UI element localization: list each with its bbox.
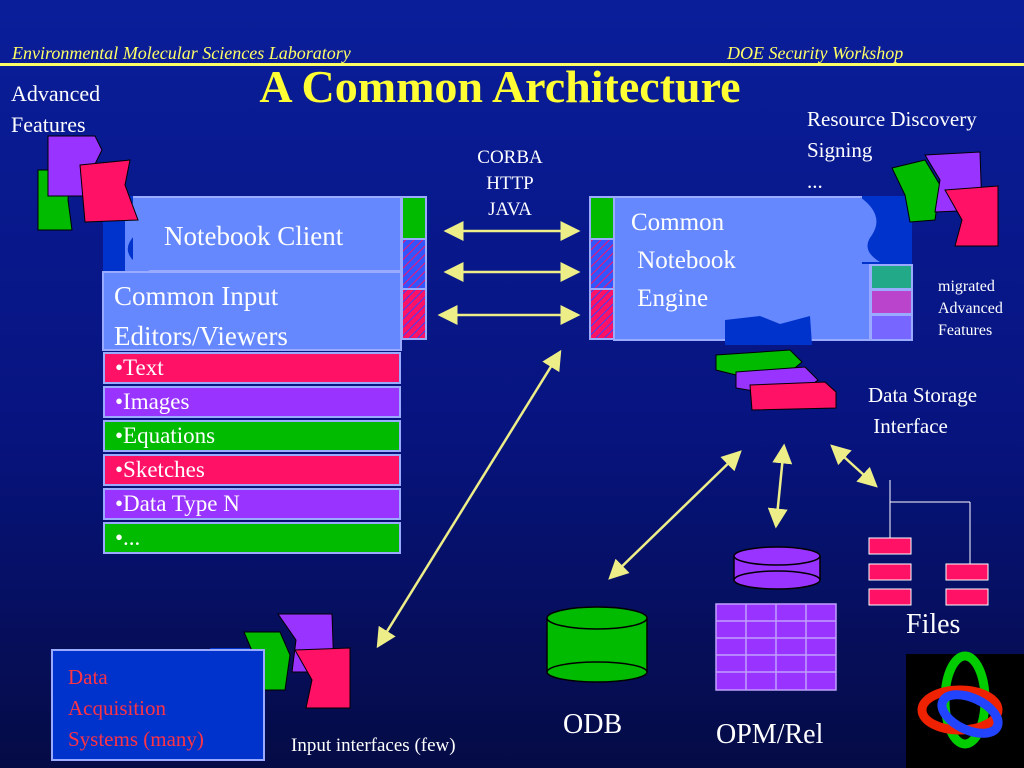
opm-rel-label: OPM/Rel [716,719,824,750]
files-label: Files [906,609,961,640]
input-interfaces-label: Input interfaces (few) [291,735,456,756]
data-storage-label: Data Storage Interface [868,383,978,438]
data-acquisition-label: Data Acquisition Systems (many) [68,665,204,751]
resource-discovery-pieces [891,151,999,247]
connection-arrows [376,221,878,649]
editors-viewers-label: Common Input Editors/Viewers [114,281,288,351]
client-connector-strip [401,196,427,340]
header-rule [0,63,1024,66]
editor-type-more: •... [103,522,401,554]
notebook-engine-label: Common Notebook Engine [631,209,736,312]
editor-type-sketches: •Sketches [103,454,401,486]
emsl-rings-logo [906,651,1024,768]
odb-label: ODB [563,709,623,740]
notebook-client-label: Notebook Client [164,221,344,251]
editor-type-equations: •Equations [103,420,401,452]
odb-cylinder-icon [546,606,648,683]
advanced-features-pieces [37,135,139,231]
protocols-label: CORBA HTTP JAVA [477,147,543,220]
header-left: Environmental Molecular Sciences Laborat… [12,43,351,63]
editor-type-data-type-n: •Data Type N [103,488,401,520]
advanced-features-label: Advanced Features [11,81,101,137]
editor-type-images: •Images [103,386,401,418]
storage-plug-pieces [715,316,837,411]
data-acquisition-box [51,649,265,761]
files-tree-icon [868,480,989,606]
resource-discovery-label: Resource Discovery Signing ... [807,107,977,193]
migrated-features-label: migrated Advanced Features [938,278,1003,339]
header-right: DOE Security Workshop [727,43,904,63]
opm-rel-icon [715,546,837,691]
engine-box [589,196,913,341]
slide-title: A Common Architecture [259,61,741,112]
editor-type-text: •Text [103,352,401,384]
